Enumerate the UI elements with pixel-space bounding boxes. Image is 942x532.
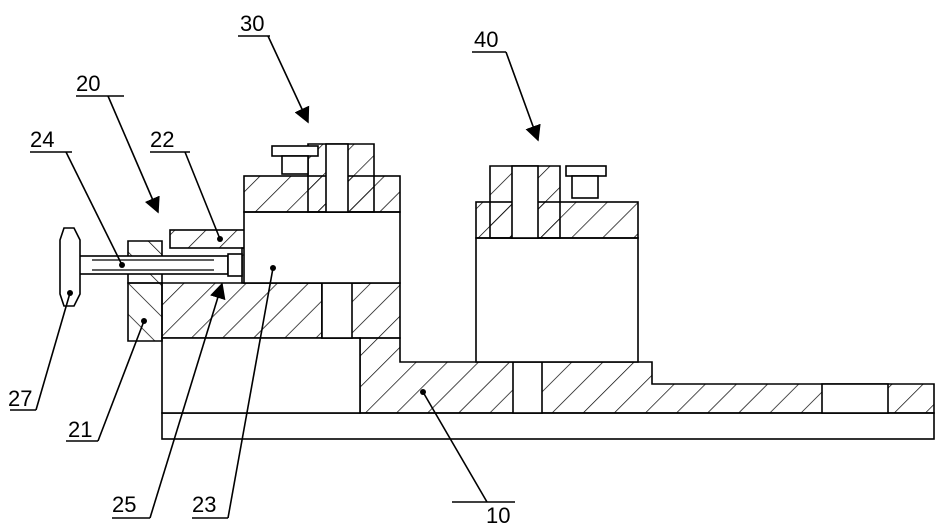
label-40: 40 bbox=[474, 27, 498, 52]
label-22: 22 bbox=[150, 127, 174, 152]
assembly-40 bbox=[476, 166, 638, 362]
label-21: 21 bbox=[68, 417, 92, 442]
label-10: 10 bbox=[486, 503, 510, 528]
label-23: 23 bbox=[192, 492, 216, 517]
label-30: 30 bbox=[240, 11, 264, 36]
label-24: 24 bbox=[30, 127, 54, 152]
label-25: 25 bbox=[112, 492, 136, 517]
label-27: 27 bbox=[8, 386, 32, 411]
label-20: 20 bbox=[76, 71, 100, 96]
